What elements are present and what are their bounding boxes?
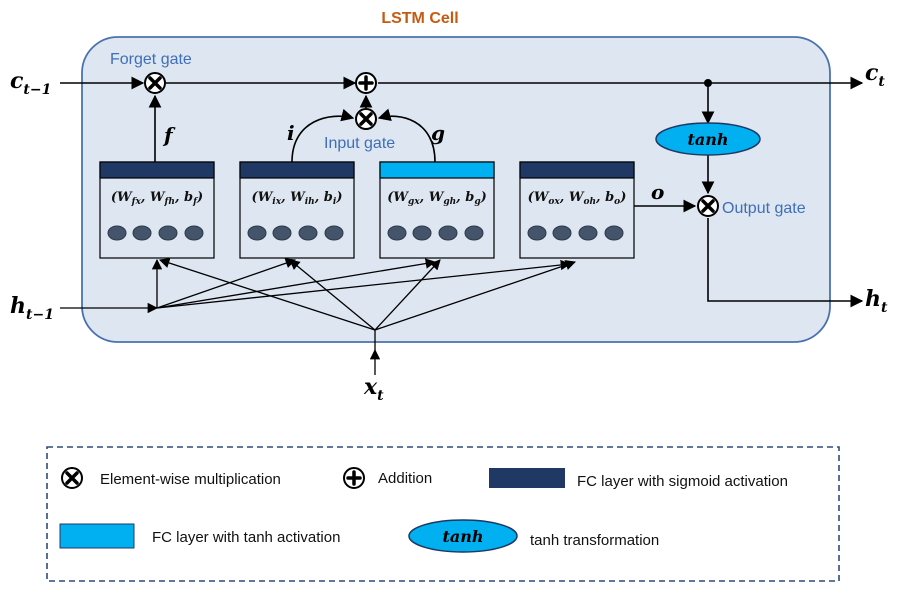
legend-mult-text: Element-wise multiplication (100, 471, 281, 488)
tanh-oval-label: tanh (687, 130, 728, 149)
input-fanout-arrows (60, 257, 576, 375)
cell-state-path (60, 76, 864, 308)
i-label: i (287, 121, 295, 145)
legend-tanh-transform-text: tanh transformation (530, 532, 659, 549)
fc-layer-output: (Wox, Woh, bo) (519, 161, 635, 259)
input-mult-icon (354, 107, 378, 131)
legend-tanh-oval (408, 519, 518, 553)
fc-layer-candidate: (Wgx, Wgh, bg) (379, 161, 495, 259)
c-prev-label: ct−1 (10, 68, 51, 98)
fc-candidate-neurons (387, 225, 484, 241)
fc-candidate-weights: (Wgx, Wgh, bg) (387, 190, 487, 207)
legend-sigmoid-text: FC layer with sigmoid activation (577, 473, 788, 490)
input-gate-label: Input gate (324, 135, 395, 152)
h-out-label: ht (865, 286, 888, 316)
fc-input-weights: (Wix, Wih, bi) (252, 190, 343, 207)
fc-layer-input: (Wix, Wih, bi) (239, 161, 355, 259)
legend-add-text: Addition (378, 470, 432, 487)
fc-forget-neurons (107, 225, 204, 241)
tanh-oval (655, 122, 761, 156)
output-gate-label: Output gate (722, 200, 806, 217)
legend-tanh-fc-text: FC layer with tanh activation (152, 529, 340, 546)
c-out-label: ct (865, 60, 885, 90)
fc-output-neurons (527, 225, 624, 241)
legend-box (46, 446, 840, 582)
o-label: o (651, 180, 664, 204)
junction-dot (704, 79, 712, 87)
forget-gate-label: Forget gate (110, 51, 192, 68)
legend-tanh-swatch (59, 523, 135, 549)
fc-input-neurons (247, 225, 344, 241)
cell-add-icon (354, 71, 378, 95)
forget-mult-icon (143, 71, 167, 95)
f-label: f (162, 123, 176, 147)
output-mult-icon (696, 194, 720, 218)
diagram-title: LSTM Cell (381, 10, 458, 27)
fc-forget-weights: (Wfx, Wfh, bf) (111, 190, 203, 207)
fc-layer-forget: (Wfx, Wfh, bf) (99, 161, 215, 259)
fc-output-weights: (Wox, Woh, bo) (528, 190, 627, 207)
h-prev-label: ht−1 (10, 293, 54, 323)
legend-tanh-oval-label: tanh (442, 527, 483, 546)
g-label: g (431, 121, 445, 145)
legend-add-icon (342, 466, 366, 490)
legend-sigmoid-swatch (489, 468, 565, 488)
x-in-label: xt (363, 374, 384, 404)
legend-mult-icon (60, 466, 84, 490)
